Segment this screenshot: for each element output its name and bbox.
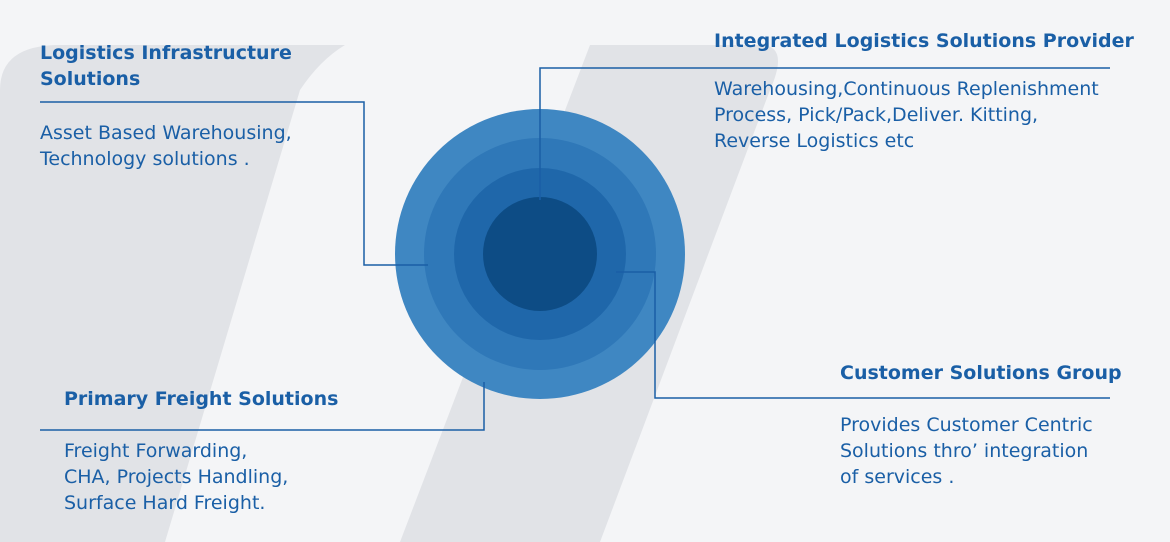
segment-description: Asset Based Warehousing, Technology solu… xyxy=(40,122,292,170)
segment-title: Primary Freight Solutions xyxy=(64,388,339,410)
connector-integrated xyxy=(539,67,1110,200)
concentric-rings xyxy=(395,109,685,399)
segment-title: Logistics Infrastructure Solutions xyxy=(40,42,292,90)
connector-customer xyxy=(616,271,1110,399)
segment-title: Customer Solutions Group xyxy=(840,362,1122,384)
segment-integrated: Integrated Logistics Solutions Provider … xyxy=(714,28,1154,154)
segment-customer: Customer Solutions Group Provides Custom… xyxy=(840,360,1150,490)
segment-description: Freight Forwarding, CHA, Projects Handli… xyxy=(64,440,289,514)
segment-freight: Primary Freight Solutions Freight Forwar… xyxy=(64,386,394,516)
connector-lines xyxy=(40,67,1110,431)
segment-title: Integrated Logistics Solutions Provider xyxy=(714,30,1134,52)
segment-infrastructure: Logistics Infrastructure Solutions Asset… xyxy=(40,40,360,172)
segment-description: Warehousing,Continuous Replenishment Pro… xyxy=(714,78,1099,152)
ring-core xyxy=(483,197,597,311)
watermark-slash-left xyxy=(0,45,345,542)
segment-description: Provides Customer Centric Solutions thro… xyxy=(840,414,1093,488)
connector-infra xyxy=(40,101,428,266)
connector-freight xyxy=(40,382,485,431)
